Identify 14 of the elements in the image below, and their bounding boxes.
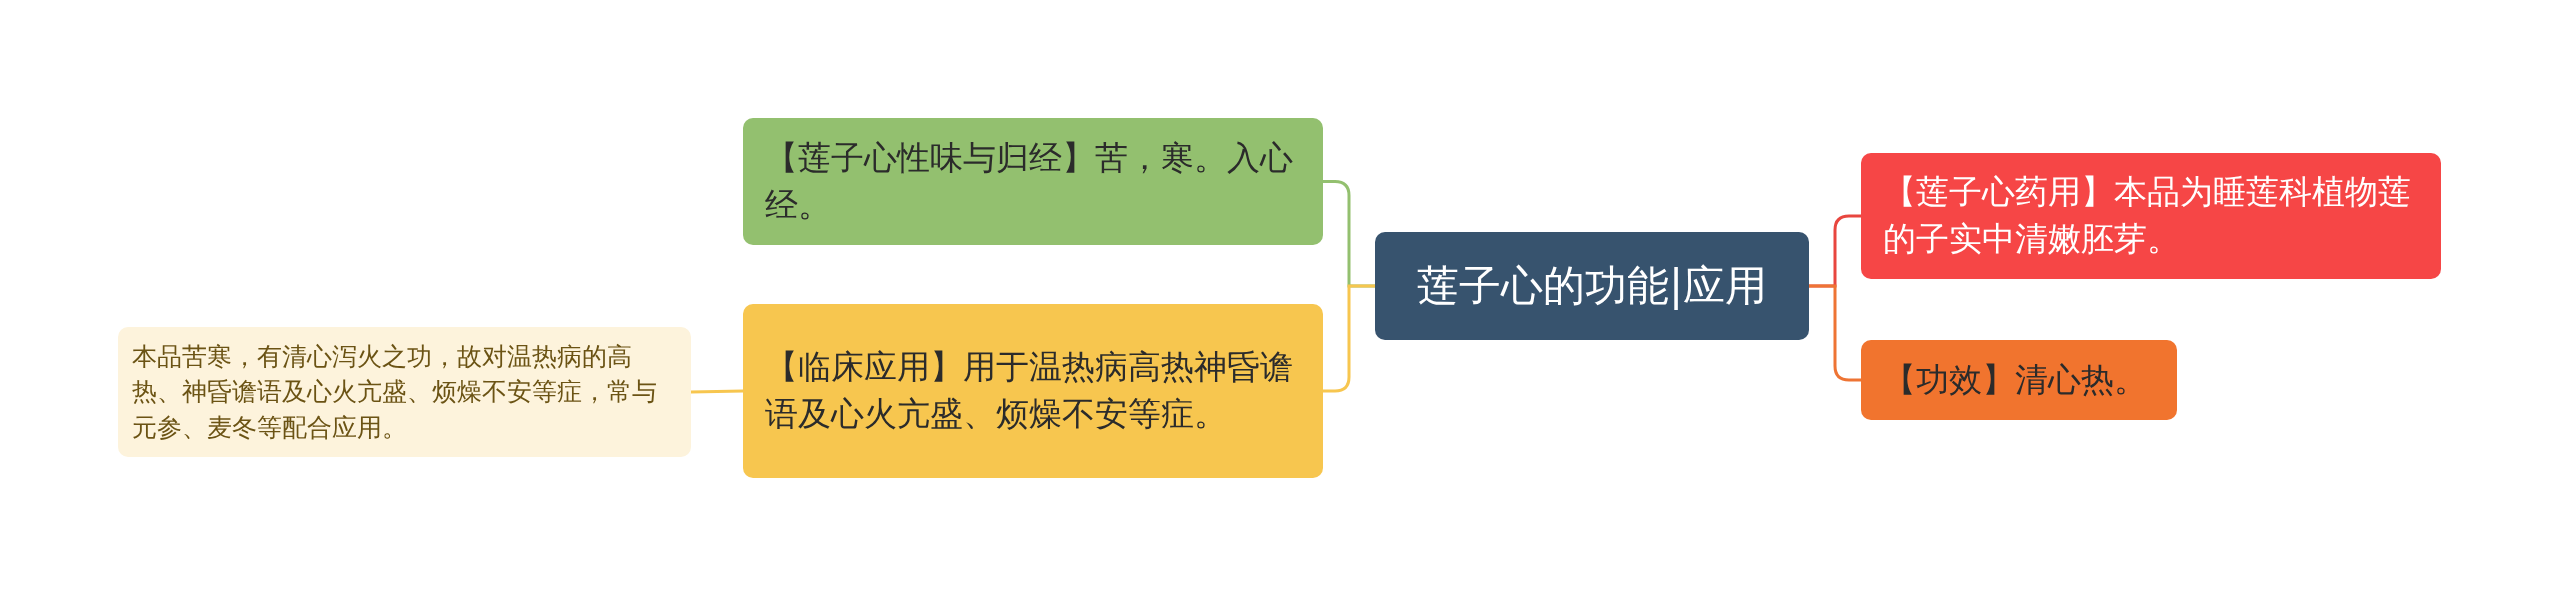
topic-text: 莲子心的功能|应用 bbox=[1416, 260, 1768, 313]
topic-box bbox=[1861, 340, 2177, 420]
topic-text: 【临床应用】用于温热病高热神昏谵语及心火亢盛、烦燥不安等症。 bbox=[765, 346, 1294, 435]
connector-line bbox=[690, 389, 744, 394]
topic-text: 【功效】清心热。 bbox=[1883, 358, 2147, 401]
note-box bbox=[118, 327, 691, 457]
topic-text: 【莲子心药用】本品为睡莲科植物莲的子实中清嫩胚芽。 bbox=[1883, 171, 2412, 260]
note-text: 本品苦寒，有清心泻火之功，故对温热病的高热、神昏谵语及心火亢盛、烦燥不安等症，常与元参、麦冬等配合应用。 bbox=[132, 340, 658, 444]
central-topic-box bbox=[1375, 232, 1809, 340]
topic-box bbox=[743, 118, 1323, 245]
topic-text: 【莲子心性味与归经】苦，寒。入心经。 bbox=[765, 136, 1294, 226]
connector-line bbox=[1809, 284, 1861, 382]
topic-box bbox=[1861, 153, 2441, 279]
topic-box bbox=[743, 304, 1323, 478]
